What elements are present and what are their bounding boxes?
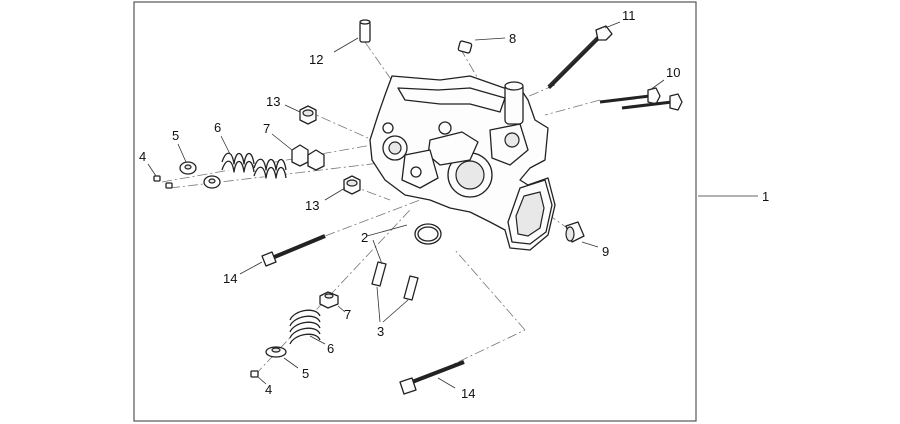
callout-4-lower: 4	[265, 382, 272, 397]
bolt-part-14-lower	[399, 360, 465, 395]
spring-part-6-lower	[289, 309, 321, 345]
cylinder-head-body	[369, 75, 556, 251]
valve-part-11	[547, 25, 613, 90]
callout-4-upper: 4	[139, 149, 146, 164]
callout-14-upper: 14	[223, 271, 237, 286]
callout-13-upper: 13	[266, 94, 280, 109]
callout-13-lower: 13	[305, 198, 319, 213]
callout-10: 10	[666, 65, 680, 80]
callout-1: 1	[762, 189, 769, 204]
bearing-part-9	[565, 221, 585, 243]
callout-2: 2	[361, 230, 368, 245]
retainer-part-5-lower	[265, 346, 287, 358]
nut-part-13-mid	[343, 175, 361, 195]
callout-labels: 1 2 3 4 4 5 5 6 6 7 7 8 9 10 11 12 13 13…	[139, 8, 769, 401]
callout-7-upper: 7	[263, 121, 270, 136]
callout-6-lower: 6	[327, 341, 334, 356]
valves-part-10	[599, 87, 683, 111]
diagram-frame	[133, 1, 697, 422]
callout-8: 8	[509, 31, 516, 46]
callout-3: 3	[377, 324, 384, 339]
callout-14-lower: 14	[461, 386, 475, 401]
seal-part-7-upper	[291, 144, 325, 171]
callout-6-upper: 6	[214, 120, 221, 135]
callout-9: 9	[602, 244, 609, 259]
callout-11: 11	[622, 8, 636, 23]
collet-part-4-lower	[250, 370, 259, 378]
callout-5-lower: 5	[302, 366, 309, 381]
callout-12: 12	[309, 52, 323, 67]
leader-lines	[147, 21, 758, 389]
oring-part-2	[414, 223, 442, 245]
spring-part-6-upper	[221, 152, 287, 179]
dowel-part-3	[371, 261, 419, 301]
nut-part-13-top	[299, 105, 317, 125]
callout-5-upper: 5	[172, 128, 179, 143]
retainer-part-5-upper	[179, 161, 221, 189]
pin-part-12	[359, 19, 371, 43]
bushing-part-8	[457, 40, 473, 54]
callout-7-lower: 7	[344, 307, 351, 322]
collet-part-4-upper	[153, 175, 173, 189]
bolt-part-14-upper	[261, 234, 326, 267]
seal-part-7-lower	[319, 291, 339, 309]
